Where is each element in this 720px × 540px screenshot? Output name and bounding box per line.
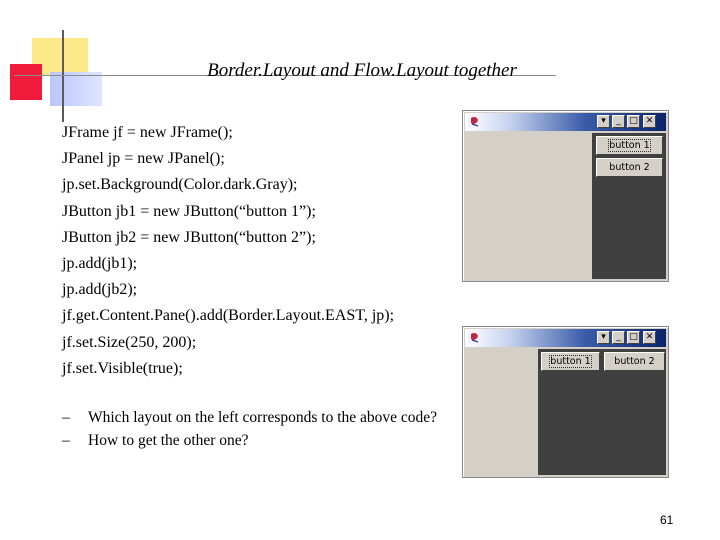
window-titlebar[interactable]: ▾ _ □ ✕	[465, 113, 666, 131]
window-menu-button[interactable]: ▾	[597, 115, 610, 128]
chevron-down-icon: ▾	[601, 332, 606, 342]
code-line: jf.set.Size(250, 200);	[62, 333, 197, 351]
code-line: jp.add(jb2);	[62, 281, 138, 299]
close-icon: ✕	[645, 116, 654, 126]
decor-vertical-line	[62, 30, 64, 122]
java-window-flow: ▾ _ □ ✕ button 1 button 2	[462, 326, 669, 478]
code-line: jf.set.Visible(true);	[62, 359, 183, 377]
window-menu-button[interactable]: ▾	[597, 331, 610, 344]
code-line: JButton jb1 = new JButton(“button 1”);	[62, 202, 316, 220]
question-text: Which layout on the left corresponds to …	[88, 409, 438, 426]
question-list: – Which layout on the left corresponds t…	[62, 406, 454, 452]
decor-red-square	[10, 64, 42, 100]
maximize-icon: □	[629, 332, 638, 342]
question-text: How to get the other one?	[88, 432, 249, 449]
java-window-east: ▾ _ □ ✕ button 1 button 2	[462, 110, 669, 282]
minimize-icon: _	[616, 332, 621, 342]
button-label: button 1	[549, 355, 592, 368]
code-line: jp.set.Background(Color.dark.Gray);	[62, 176, 298, 194]
question-item: – Which layout on the left corresponds t…	[62, 406, 454, 429]
minimize-button[interactable]: _	[612, 331, 625, 344]
button-1[interactable]: button 1	[541, 352, 600, 371]
maximize-button[interactable]: □	[627, 115, 640, 128]
minimize-button[interactable]: _	[612, 115, 625, 128]
slide-title: Border.Layout and Flow.Layout together	[207, 60, 517, 81]
close-button[interactable]: ✕	[643, 331, 656, 344]
java-app-icon	[468, 115, 481, 128]
button-label: button 2	[614, 356, 655, 367]
maximize-icon: □	[629, 116, 638, 126]
button-label: button 1	[608, 139, 651, 152]
button-1[interactable]: button 1	[596, 136, 663, 155]
button-2[interactable]: button 2	[604, 352, 665, 371]
code-line: jf.get.Content.Pane().add(Border.Layout.…	[62, 307, 395, 325]
decor-blue-square	[50, 72, 102, 106]
question-item: – How to get the other one?	[62, 429, 454, 452]
bullet-dash: –	[62, 432, 70, 449]
code-line: JButton jb2 = new JButton(“button 2”);	[62, 228, 316, 246]
maximize-button[interactable]: □	[627, 331, 640, 344]
close-button[interactable]: ✕	[643, 115, 656, 128]
content-pane: button 1 button 2	[465, 133, 666, 279]
java-app-icon	[468, 331, 481, 344]
code-line: JFrame jf = new JFrame();	[62, 124, 233, 141]
window-titlebar[interactable]: ▾ _ □ ✕	[465, 329, 666, 347]
close-icon: ✕	[645, 332, 654, 342]
bullet-dash: –	[62, 409, 70, 426]
dark-gray-panel: button 1 button 2	[538, 349, 666, 475]
title-underline	[14, 75, 556, 76]
minimize-icon: _	[616, 116, 621, 126]
code-block: JFrame jf = new JFrame(); JPanel jp = ne…	[62, 120, 394, 382]
code-line: JPanel jp = new JPanel();	[62, 150, 225, 168]
content-pane: button 1 button 2	[465, 349, 666, 475]
dark-gray-panel: button 1 button 2	[592, 133, 666, 279]
code-line: jp.add(jb1);	[62, 255, 138, 273]
chevron-down-icon: ▾	[601, 116, 606, 126]
page-number: 61	[660, 513, 674, 527]
button-label: button 2	[609, 162, 650, 173]
button-2[interactable]: button 2	[596, 158, 663, 177]
